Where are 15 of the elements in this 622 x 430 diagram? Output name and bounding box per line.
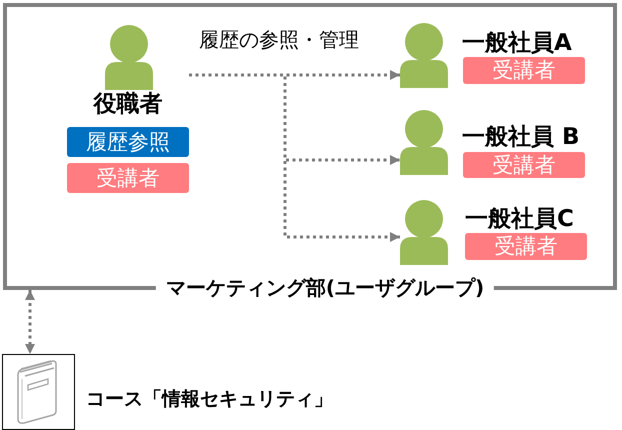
group-title: マーケティング部(ユーザグループ) xyxy=(156,276,494,300)
person-name: 役職者 xyxy=(94,90,162,118)
person-name: 一般社員C xyxy=(465,206,574,232)
role-badge: 受講者 xyxy=(67,163,189,193)
arrow xyxy=(25,290,35,354)
role-badge: 受講者 xyxy=(463,152,585,178)
arrow xyxy=(189,74,400,242)
node-caption: コース「情報セキュリティ」 xyxy=(86,389,333,411)
role-badge: 受講者 xyxy=(465,233,587,260)
person-name: 一般社員A xyxy=(462,30,572,56)
role-badge: 受講者 xyxy=(463,57,585,84)
role-badge: 履歴参照 xyxy=(67,127,189,157)
edge-label: 履歴の参照・管理 xyxy=(197,28,361,52)
picture-frame xyxy=(2,354,75,430)
person-name: 一般社員 B xyxy=(462,124,580,150)
